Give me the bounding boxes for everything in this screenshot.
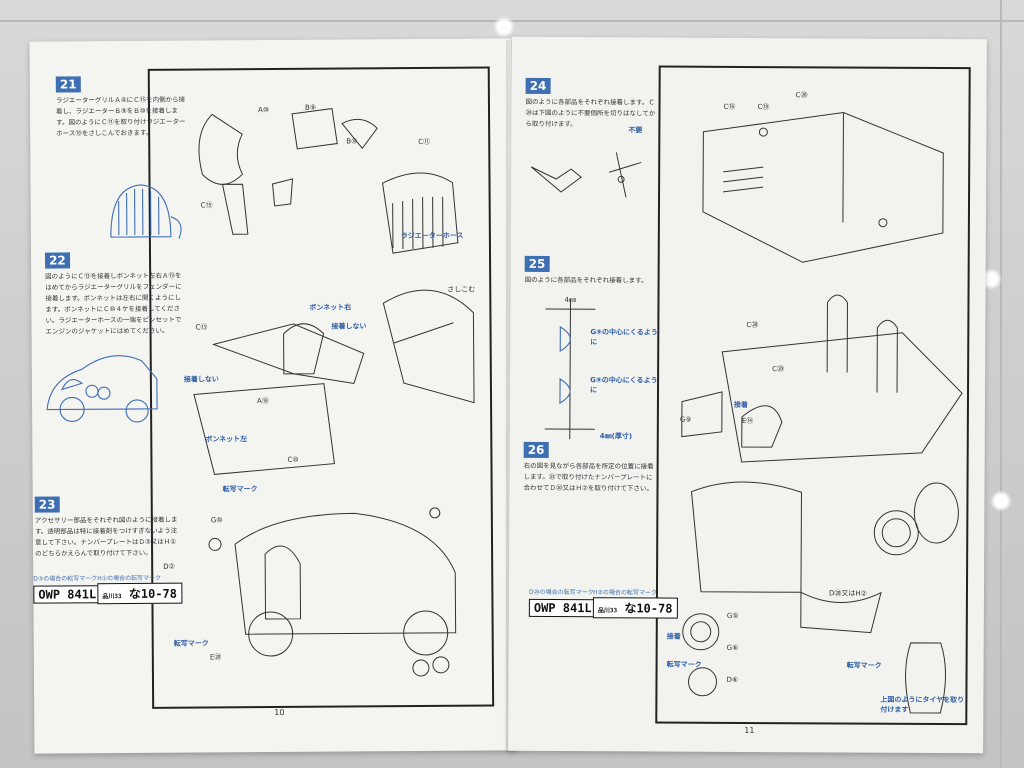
plate-region: 品川33 [597,607,618,615]
part-label: B⑨ [304,103,317,112]
hinge-position-sketch [544,299,596,440]
step-number: 21 [55,76,81,93]
page-number: 11 [744,725,755,736]
car-front-sketch [46,355,158,423]
part-label: さしこむ [447,285,476,294]
part-label: G⑨ [679,415,692,424]
step-number: 26 [523,441,549,458]
part-label: D② [163,562,175,571]
part-label: G⑥ [726,643,739,652]
part-label: G⑤ [726,611,739,620]
radiator-grille-sketch [110,184,182,239]
step-number: 22 [44,252,70,269]
assembly-diagram-left [193,108,475,677]
license-plate: OWP 841L [528,598,597,618]
part-label: ラジエーターホース [400,231,464,241]
part-label: A⑱ [257,397,269,406]
part-label: C⑪ [418,137,431,146]
license-plate: OWP 841L [33,585,102,604]
page-number: 10 [274,707,285,717]
step-number: 25 [524,255,550,272]
plate-option-d: D③の場合の転写マーク OWP 841L [33,575,102,604]
annotation: 転写マーク [666,660,702,669]
part-label: E⑳ [209,653,222,662]
instruction-page-right: 24 図のように各部品をそれぞれ接着します。Ｃ⑳は下図のように不要個所を切りはな… [508,36,987,754]
part-label: C⑳ [772,365,785,374]
part-label: ボンネット右 [309,303,352,312]
step-24: 24 図のように各部品をそれぞれ接着します。Ｃ⑳は下図のように不要個所を切りはな… [525,75,655,131]
part-label: A⑩ [257,106,270,115]
step-instructions: 図のように各部品をそれぞれ接着します。 [524,275,648,285]
part-label: C⑬ [195,323,208,332]
annotation: 接着 [733,400,748,410]
part-label: C⑯ [723,102,736,111]
part-label: 接着しない [331,322,367,331]
part-label: C⑲ [757,103,770,112]
annotation: 不要 [628,126,643,135]
floor-tile-joint [1000,0,1002,768]
annotation: G⑨の中心にくるように [590,376,658,395]
instruction-page-left: 21 ラジエーターグリルＡ④にＣ⑮を内側から接着し、ラジエーターＢ⑨をＢ⑩を接着… [29,38,517,754]
part-label: C⑮ [200,201,213,210]
part-label: 接着しない [183,375,219,384]
part-label: D⑳又はH② [828,589,867,598]
ceiling-light-reflection [493,16,515,38]
part-label: G⑩ [210,516,223,525]
step-instructions: 右の図を見ながら各部品を所定の位置に接着します。㉓で取り付けたナンバープレートに… [523,461,654,493]
part-label: B⑩ [346,137,358,146]
ceiling-light-reflection [990,490,1012,512]
plate-caption: D⑳の場合の転写マーク [528,588,594,597]
bracket-cut-sketch [530,152,642,198]
annotation: 上図のようにタイヤを取り付けます [880,695,965,714]
annotation: G⑨の中心にくるように [590,328,658,347]
annotation: 4㎜ [564,296,576,305]
part-label: E⑭ [741,416,754,426]
step-26: 26 右の図を見ながら各部品を所定の位置に接着します。㉓で取り付けたナンバープレ… [523,439,655,495]
step-number: 23 [34,496,60,513]
assembly-diagram-right [681,111,963,714]
part-label: 転写マーク [173,639,209,648]
step-number: 24 [525,77,551,94]
step-25: 25 図のように各部品をそれぞれ接着します。 [525,253,655,287]
part-label: C⑩ [287,455,299,464]
annotation: 接着 [666,632,681,641]
part-label: C⑳ [795,91,808,100]
part-label: C⑳ [746,320,759,330]
plate-region: 品川33 [102,593,122,601]
annotation: 転写マーク [846,661,882,670]
part-label: D⑥ [726,675,739,684]
plate-option-d: D⑳の場合の転写マーク OWP 841L [528,588,597,618]
part-label: ボンネット左 [205,435,248,444]
plate-caption: D③の場合の転写マーク [33,575,98,583]
part-label: 転写マーク [222,485,258,494]
